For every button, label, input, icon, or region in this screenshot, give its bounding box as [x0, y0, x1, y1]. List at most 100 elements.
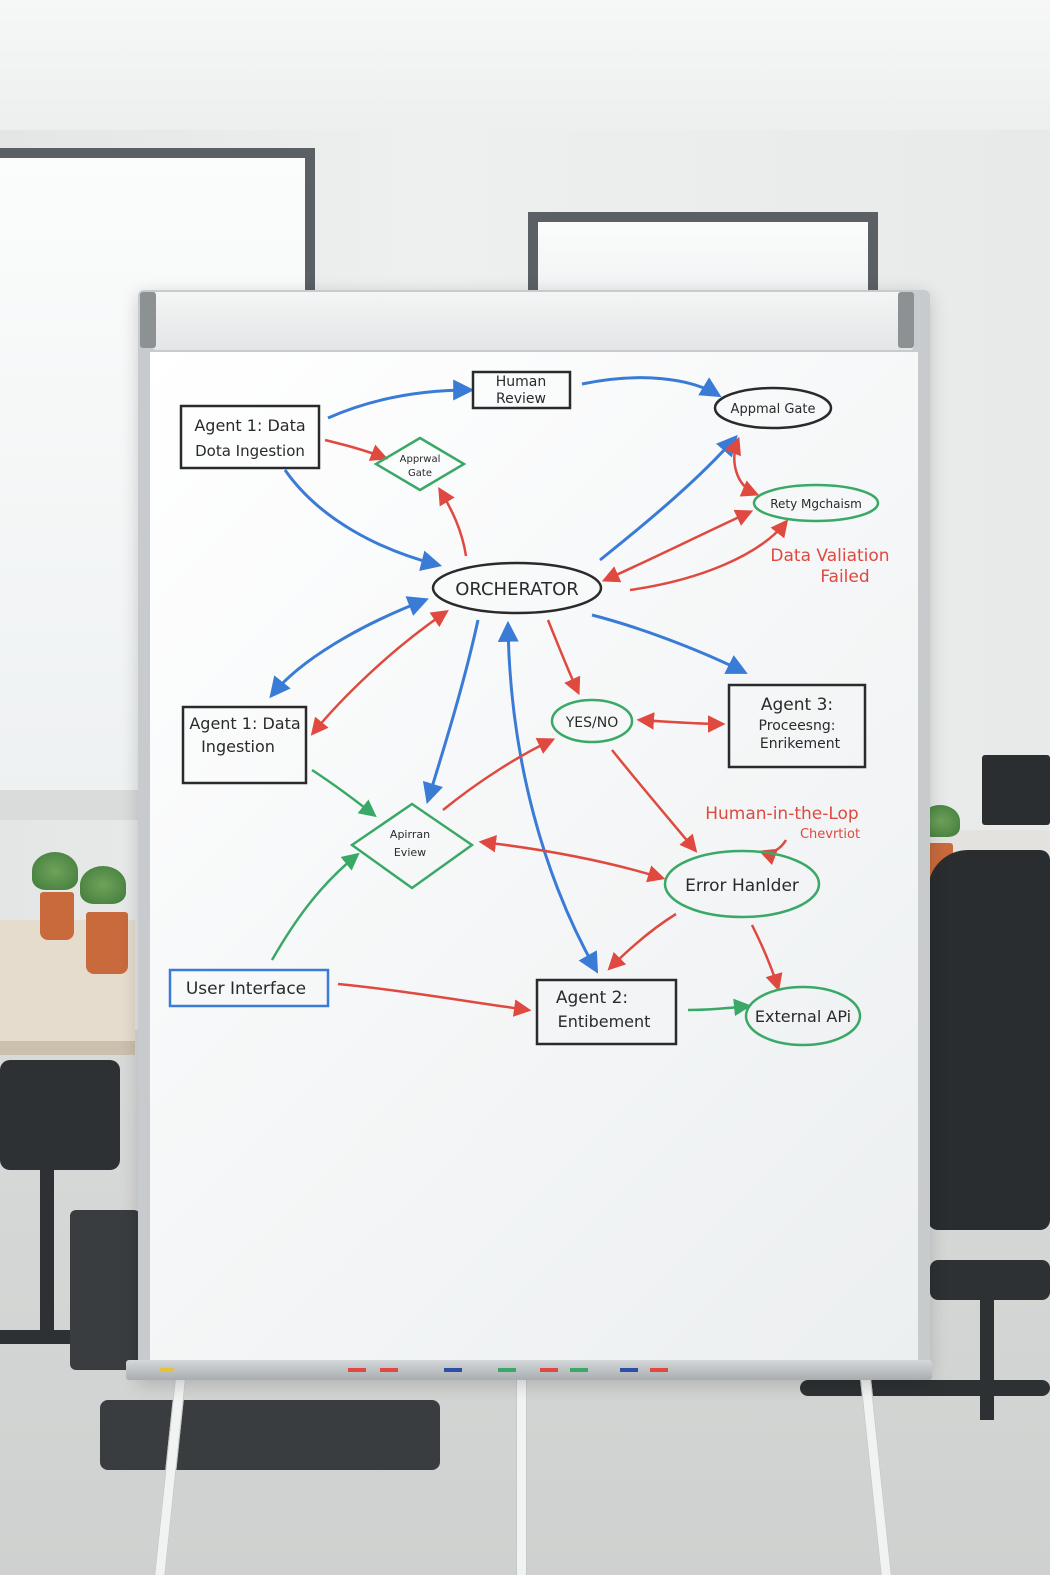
node-retry-mechanism: Rety Mgchaism: [752, 483, 880, 523]
monitor: [982, 755, 1050, 825]
node-agent1-mid-line-2: Ingestion: [201, 737, 275, 756]
arrow-orchestrator-to-agent3: [591, 613, 748, 674]
node-yes-no-label: YES/NO: [565, 715, 619, 731]
arrow-yesno-to-error: [611, 749, 698, 853]
node-user-interface: User Interface: [168, 968, 330, 1008]
node-yes-no: YES/NO: [550, 698, 634, 744]
arrow-orchestrator-to-gate: [599, 434, 738, 562]
arrow-orchestrator-to-review: [422, 619, 480, 805]
node-agent2-box: [535, 978, 678, 1046]
node-agent3-line-2: Proceesng:: [759, 718, 836, 734]
chair-left-seat: [0, 1060, 120, 1170]
arrow-error-to-external: [750, 924, 783, 992]
node-retry-label: Rety Mgchaism: [770, 497, 862, 511]
arrow-agent1-to-human-review: [327, 379, 475, 420]
arrow-agent1-mid-to-review: [311, 768, 377, 818]
marker-yellow: [160, 1368, 174, 1372]
node-orchestrator: ORCHERATOR: [431, 561, 603, 615]
node-approval-gate-top: Appmal Gate: [713, 386, 833, 430]
marker-red-1: [348, 1368, 366, 1372]
node-review-diamond-line-1: Apirran: [390, 828, 430, 841]
marker-green-1: [498, 1368, 516, 1372]
marker-blue-2: [620, 1368, 638, 1372]
annotation-human-loop-line-2: Chevrtiot: [800, 827, 860, 842]
node-error-handler: Error Hanlder: [663, 849, 821, 919]
node-human-review: Human Review: [471, 370, 572, 410]
chair-right-seat: [930, 1260, 1050, 1300]
node-orchestrator-ellipse: [431, 561, 603, 615]
marker-red-3: [540, 1368, 558, 1372]
trash-bin: [70, 1210, 140, 1370]
node-orchestrator-label: ORCHERATOR: [455, 579, 579, 600]
annotation-data-validation: Data Valiation Failed: [770, 546, 889, 587]
node-agent1-top-box: [179, 404, 321, 470]
node-agent2-line-2: Entibement: [558, 1012, 651, 1031]
arrow-orchestrator-to-retry-2: [629, 519, 789, 592]
node-agent1-mid: Agent 1: Data Ingestion: [181, 705, 308, 785]
arrow-human-review-to-gate: [581, 376, 722, 398]
node-yes-no-ellipse: [550, 698, 634, 744]
arrow-yesno-agent3: [636, 712, 726, 733]
arrow-note-to-error: [758, 839, 788, 866]
arrow-review-to-yesno: [442, 738, 556, 811]
arrow-gate-to-retry: [724, 436, 760, 497]
node-approval-gate-diamond-line-1: Apprwal: [400, 454, 441, 465]
node-agent1-top: Agent 1: Data Dota Ingestion: [179, 404, 321, 470]
annotation-human-loop-line-1: Human-in-the-Lop: [705, 804, 858, 824]
node-review-diamond: Apirran Eview: [349, 802, 475, 890]
node-approval-gate-top-ellipse: [713, 386, 833, 430]
arrow-orchestrator-to-yesno: [546, 619, 581, 696]
node-agent3-line-1: Agent 3:: [761, 695, 833, 715]
node-error-handler-ellipse: [663, 849, 821, 919]
marker-red-4: [650, 1368, 668, 1372]
node-agent1-mid-box: [181, 705, 308, 785]
header-end-cap-right: [898, 292, 914, 348]
chair-base-dark: [100, 1400, 440, 1470]
arrow-review-error: [478, 834, 666, 883]
node-agent1-mid-line-1: Agent 1: Data: [189, 714, 300, 733]
desk-left: [0, 920, 135, 1055]
window-sill: [0, 790, 140, 820]
node-review-diamond-shape: [349, 802, 475, 890]
node-human-review-box: [471, 370, 572, 410]
node-external-api: External APi: [744, 985, 862, 1047]
arrow-ui-to-review: [270, 852, 360, 961]
plant-2: [80, 866, 126, 904]
node-agent3: Agent 3: Proceesng: Enrikement: [727, 683, 867, 769]
node-agent3-line-3: Enrikement: [760, 736, 841, 752]
marker-blue-1: [444, 1368, 462, 1372]
arrow-ui-to-agent2: [337, 982, 532, 1017]
node-agent1-top-line-1: Agent 1: Data: [194, 416, 305, 435]
node-approval-gate-diamond-shape: [373, 436, 467, 492]
arrow-orchestrator-agent1-mid-red: [310, 610, 449, 736]
chair-left-base: [0, 1330, 90, 1344]
header-end-cap-left: [140, 292, 156, 348]
node-agent2: Agent 2: Entibement: [535, 978, 678, 1046]
node-agent1-top-line-2: Dota Ingestion: [195, 442, 305, 460]
ceiling: [0, 0, 1050, 150]
node-review-diamond-line-2: Eview: [394, 846, 426, 859]
arrow-orchestrator-agent2: [497, 620, 599, 974]
pot-1: [40, 892, 74, 940]
annotation-data-validation-line-1: Data Valiation: [770, 546, 889, 566]
arrow-agent1-to-orchestrator: [283, 469, 443, 571]
pot-2: [86, 912, 128, 974]
annotation-human-in-the-loop: Human-in-the-Lop Chevrtiot: [705, 804, 860, 842]
arrow-agent1-to-diamond: [324, 438, 389, 461]
node-agent3-box: [727, 683, 867, 769]
node-retry-ellipse: [752, 483, 880, 523]
arrow-error-to-agent2: [607, 912, 677, 971]
chair-right-back: [928, 850, 1050, 1230]
node-human-review-line-2: Review: [496, 391, 546, 407]
node-user-interface-box: [168, 968, 330, 1008]
node-approval-gate-top-label: Appmal Gate: [731, 402, 816, 417]
node-agent2-line-1: Agent 2:: [556, 988, 628, 1008]
node-error-handler-label: Error Hanlder: [685, 876, 799, 896]
plant-1: [32, 852, 78, 890]
flipchart-header-bar: [152, 292, 914, 350]
arrow-orchestrator-agent1-mid: [269, 596, 429, 699]
node-approval-gate-diamond-line-2: Gate: [408, 468, 432, 479]
chair-left-stem: [40, 1170, 54, 1340]
